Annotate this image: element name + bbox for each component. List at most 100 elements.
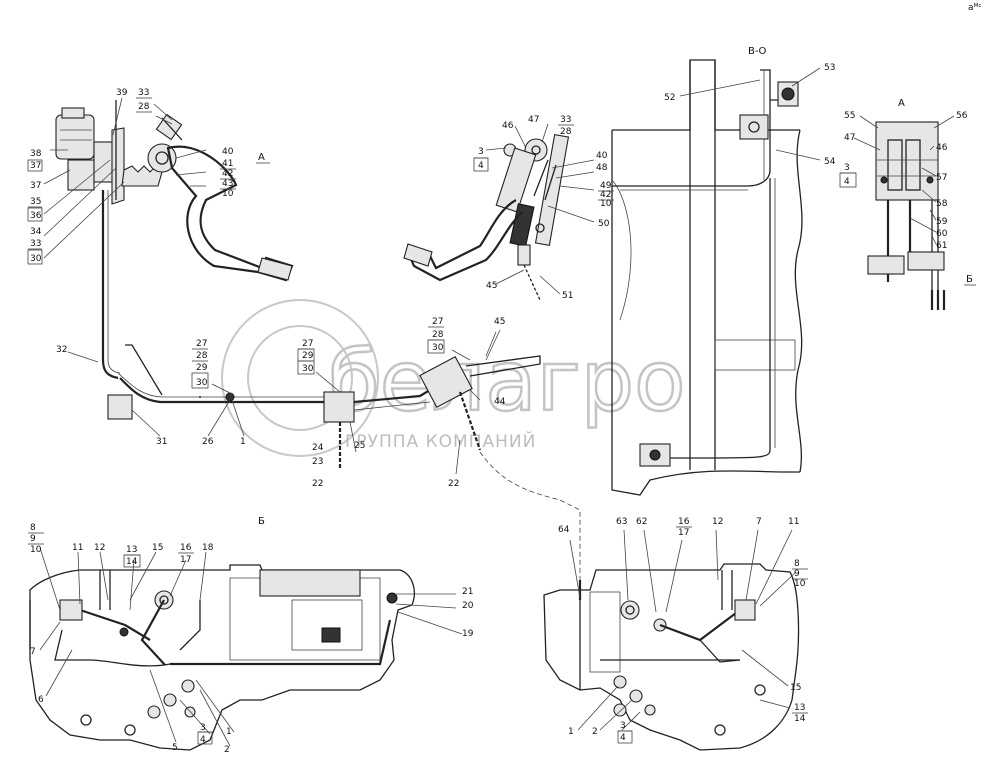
callout-7: 7 bbox=[756, 517, 762, 527]
callout-28: 28 bbox=[196, 351, 208, 361]
callout-11: 11 bbox=[72, 543, 83, 553]
callout-24: 24 bbox=[312, 443, 324, 453]
chassis-view-right bbox=[543, 563, 800, 751]
valve-block-rail bbox=[739, 114, 769, 140]
pedal-pad-left bbox=[257, 257, 293, 281]
view-label-b-small: Б bbox=[966, 274, 973, 285]
callout-53: 53 bbox=[824, 63, 835, 73]
callout-10: 10 bbox=[30, 545, 42, 555]
callout-9: 9 bbox=[30, 534, 36, 544]
callout-10: 10 bbox=[794, 579, 806, 589]
watermark-brand: белагро bbox=[328, 332, 686, 430]
callout-47: 47 bbox=[844, 133, 855, 143]
callout-8: 8 bbox=[794, 559, 800, 569]
callout-56: 56 bbox=[956, 111, 968, 121]
callout-12: 12 bbox=[712, 517, 723, 527]
callout-14: 14 bbox=[126, 557, 138, 567]
callout-28: 28 bbox=[432, 330, 444, 340]
callout-16: 16 bbox=[180, 543, 192, 553]
leader-lines bbox=[39, 67, 955, 747]
callout-37: 37 bbox=[30, 181, 41, 191]
callout-44: 44 bbox=[494, 397, 506, 407]
hydraulic-line-vertical bbox=[101, 190, 119, 380]
brake-pedal-arm bbox=[406, 199, 523, 282]
callout-31: 31 bbox=[156, 437, 167, 447]
chassis-view-b bbox=[29, 564, 415, 751]
callout-45: 45 bbox=[486, 281, 497, 291]
callout-2: 2 bbox=[224, 745, 230, 755]
callout-62: 62 bbox=[636, 517, 647, 527]
callout-34: 34 bbox=[30, 227, 42, 237]
mounting-bracket bbox=[111, 127, 125, 205]
callout-61: 61 bbox=[936, 241, 947, 251]
callout-50: 50 bbox=[598, 219, 610, 229]
callout-4: 4 bbox=[200, 735, 206, 745]
callout-6: 6 bbox=[38, 695, 44, 705]
pedal-pad-middle bbox=[403, 243, 433, 267]
master-cylinder-middle bbox=[495, 147, 537, 213]
callout-32: 32 bbox=[56, 345, 67, 355]
callout-27: 27 bbox=[302, 339, 313, 349]
callout-58: 58 bbox=[936, 199, 948, 209]
clutch-pedal-arm bbox=[166, 145, 294, 282]
callout-18: 18 bbox=[202, 543, 214, 553]
callout-3: 3 bbox=[200, 723, 206, 733]
callout-20: 20 bbox=[462, 601, 474, 611]
watermark: белагро ГРУППА КОМПАНИЙ bbox=[221, 299, 687, 457]
callout-4: 4 bbox=[620, 733, 626, 743]
callout-1: 1 bbox=[568, 727, 574, 737]
callout-4: 4 bbox=[478, 161, 484, 171]
chassis-outline-right bbox=[543, 563, 800, 751]
callout-33: 33 bbox=[560, 115, 571, 125]
callout-37: 37 bbox=[30, 161, 41, 171]
callout-29: 29 bbox=[302, 351, 314, 361]
callout-30: 30 bbox=[302, 364, 314, 374]
callout-10: 10 bbox=[222, 189, 234, 199]
callout-55: 55 bbox=[844, 111, 855, 121]
frame-rail-view bbox=[611, 59, 803, 496]
brake-pipe-run bbox=[107, 329, 581, 580]
callout-22: 22 bbox=[448, 479, 459, 489]
callout-49: 49 bbox=[600, 181, 612, 191]
callout-13: 13 bbox=[794, 703, 805, 713]
callout-28: 28 bbox=[138, 102, 150, 112]
callout-33: 33 bbox=[138, 88, 149, 98]
fitting-53 bbox=[781, 87, 795, 101]
callout-35: 35 bbox=[30, 197, 41, 207]
bracket-31 bbox=[107, 394, 133, 420]
brake-line-rail bbox=[612, 69, 780, 187]
callout-23: 23 bbox=[312, 457, 323, 467]
callout-51: 51 bbox=[562, 291, 573, 301]
callout-60: 60 bbox=[936, 229, 948, 239]
callout-3: 3 bbox=[844, 163, 850, 173]
callout-43: 43 bbox=[222, 179, 233, 189]
tee-junction-25 bbox=[323, 391, 355, 423]
brake-line-long bbox=[640, 178, 771, 459]
corner-note: aᴹᶜ bbox=[968, 3, 982, 13]
view-label-b: Б bbox=[258, 516, 265, 527]
pedal-assembly-middle bbox=[403, 133, 570, 301]
callout-42: 42 bbox=[600, 190, 611, 200]
callout-39: 39 bbox=[116, 88, 128, 98]
callout-54: 54 bbox=[824, 157, 836, 167]
callout-10: 10 bbox=[600, 199, 612, 209]
callout-11: 11 bbox=[788, 517, 799, 527]
callout-30: 30 bbox=[30, 254, 42, 264]
callout-25: 25 bbox=[354, 441, 365, 451]
valve-44 bbox=[419, 355, 473, 409]
callout-63: 63 bbox=[616, 517, 627, 527]
callout-30: 30 bbox=[196, 378, 208, 388]
view-labels: А В-О А Б Б aᴹᶜ bbox=[256, 3, 982, 527]
callout-57: 57 bbox=[936, 173, 947, 183]
callout-labels: 39 33 28 38 37 37 35 36 34 33 30 40 41 4… bbox=[27, 63, 968, 755]
callout-40: 40 bbox=[222, 147, 234, 157]
pedal-assembly-left bbox=[55, 100, 294, 380]
pedal-bracket-a bbox=[875, 121, 939, 201]
callout-41: 41 bbox=[222, 159, 233, 169]
callout-1: 1 bbox=[226, 727, 232, 737]
callout-46: 46 bbox=[936, 143, 948, 153]
callout-7: 7 bbox=[30, 647, 36, 657]
callout-21: 21 bbox=[462, 587, 473, 597]
callout-12: 12 bbox=[94, 543, 105, 553]
pedal-pad-a1 bbox=[867, 255, 905, 275]
